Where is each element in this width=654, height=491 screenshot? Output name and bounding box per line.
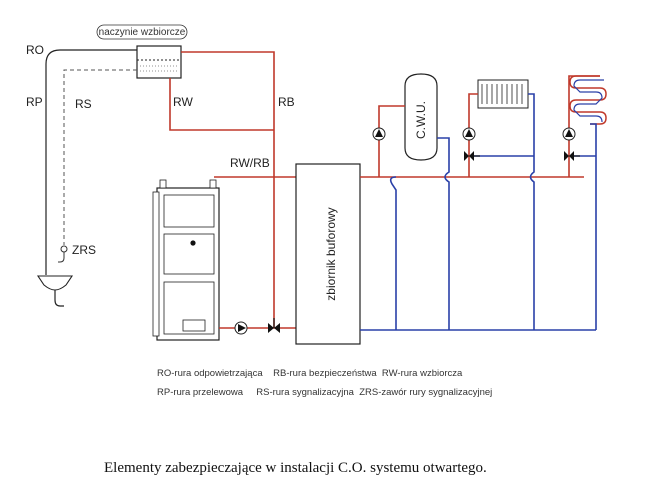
radiator-supply-riser: [468, 93, 478, 177]
buffer-tank: zbiornik buforowy: [295, 163, 361, 345]
expansion-tank-text: naczynie wzbiorcze: [99, 27, 186, 38]
label-rp: RP: [26, 95, 43, 109]
radiator-pump-icon: [462, 127, 476, 141]
cwu-tank: C.W.U.: [404, 73, 438, 161]
legend-line-1: RO-rura odpowietrzająca RB-rura bezpiecz…: [157, 368, 463, 379]
label-rs: RS: [75, 97, 92, 111]
diagram-caption: Elementy zabezpieczające w instalacji C.…: [104, 460, 487, 476]
drain-funnel: [36, 275, 74, 307]
radiator-icon: [477, 79, 529, 109]
buffer-return-stub: [389, 176, 397, 330]
boiler: [152, 179, 220, 341]
expansion-tank: [136, 45, 182, 79]
radiator-mixing-valve-icon: [464, 151, 480, 161]
cwu-return-pipe: [437, 137, 450, 330]
zrs-valve-icon: [58, 245, 68, 263]
ro-vent-pipe: [45, 49, 137, 270]
coil-pump-icon: [562, 127, 576, 141]
label-rw: RW: [173, 95, 193, 109]
boiler-mixing-valve-icon: [268, 318, 280, 333]
buffer-label: zbiornik buforowy: [324, 207, 338, 300]
coil-return-pipe: [590, 123, 597, 330]
coil-supply-riser: [568, 75, 600, 177]
label-rb: RB: [278, 95, 295, 109]
cwu-pump-icon: [372, 127, 386, 141]
expansion-tank-label: naczynie wzbiorcze: [96, 24, 188, 40]
legend-line-2: RP-rura przelewowa RS-rura sygnalizacyjn…: [157, 387, 492, 398]
rb-safety-pipe: [181, 51, 275, 328]
radiator-return-pipe: [528, 93, 535, 330]
cwu-label: C.W.U.: [414, 101, 428, 139]
label-ro: RO: [26, 43, 44, 57]
label-zrs: ZRS: [72, 243, 96, 257]
boiler-pump-icon: [234, 321, 248, 335]
label-rwrb: RW/RB: [230, 156, 270, 170]
rw-expansion-pipe: [169, 78, 274, 131]
coil-mixing-valve-icon: [564, 151, 580, 161]
rs-signal-pipe: [63, 69, 137, 245]
floor-heating-coil-icon: [569, 75, 607, 125]
cwu-supply-riser: [378, 105, 405, 177]
